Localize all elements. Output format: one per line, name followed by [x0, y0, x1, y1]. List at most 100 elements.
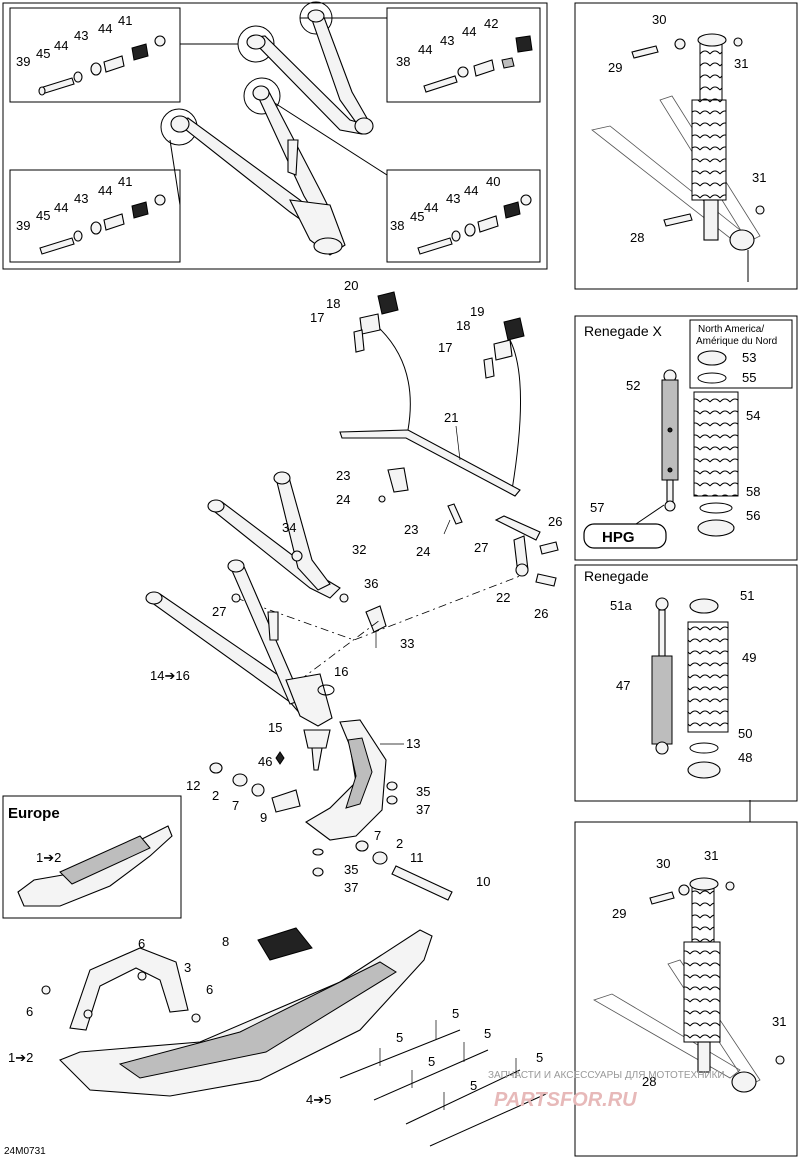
hardware-stack-bottom-left — [39, 194, 166, 255]
callout-31: 31 — [704, 848, 718, 863]
europe-panel: Europe 1➔2 — [2, 795, 182, 919]
callout-2: 2 — [212, 788, 219, 803]
callout-40: 40 — [486, 174, 500, 189]
callout-56: 56 — [746, 508, 760, 523]
callout-5: 5 — [428, 1054, 435, 1069]
callout-13: 13 — [406, 736, 420, 751]
upper-a-arm: 34 32 36 33 — [207, 471, 414, 651]
callout-20: 20 — [344, 278, 358, 293]
callout-44: 44 — [424, 200, 438, 215]
callout-5: 5 — [484, 1026, 491, 1041]
callout-1-2: 1➔2 — [8, 1050, 33, 1065]
shock-mount-panel-top: 30 29 31 31 28 — [574, 2, 798, 290]
callout-35: 35 — [344, 862, 358, 877]
watermark-line1: ЗАПЧАСТИ И АКСЕССУАРЫ ДЛЯ МОТОТЕХНИКИ — [488, 1070, 725, 1081]
callout-31: 31 — [772, 1014, 786, 1029]
callout-50: 50 — [738, 726, 752, 741]
callout-44: 44 — [462, 24, 476, 39]
ski-runners: 5 5 5 5 5 5 4➔5 — [306, 1006, 547, 1147]
shock-renegade — [651, 597, 673, 755]
callout-12: 12 — [186, 778, 200, 793]
callout-38: 38 — [390, 218, 404, 233]
renegade-title: Renegade — [584, 568, 649, 584]
callout-21: 21 — [444, 410, 458, 425]
callout-15: 15 — [268, 720, 282, 735]
bushing-box-top-left — [9, 7, 181, 103]
callout-37: 37 — [344, 880, 358, 895]
callout-1-2-europe: 1➔2 — [36, 850, 61, 865]
callout-4-5: 4➔5 — [306, 1092, 331, 1107]
coil-spring-renegade-x — [693, 391, 739, 497]
north-america-label-fr: Amérique du Nord — [696, 336, 777, 347]
callout-30: 30 — [656, 856, 670, 871]
callout-51a: 51a — [610, 598, 632, 613]
callout-19: 19 — [470, 304, 484, 319]
shock-renegade-x — [661, 369, 679, 512]
callout-46: 46 — [258, 754, 272, 769]
callout-30: 30 — [652, 12, 666, 27]
hpg-logo-text: HPG — [602, 529, 635, 546]
callout-37: 37 — [416, 802, 430, 817]
centerline-right — [299, 619, 381, 681]
callout-14-16: 14➔16 — [150, 668, 190, 683]
callout-18: 18 — [326, 296, 340, 311]
sway-bar-assembly: 20 18 17 19 18 17 21 — [310, 278, 525, 497]
lower-a-arm: 27 14➔16 16 — [145, 559, 348, 727]
callout-2: 2 — [396, 836, 403, 851]
renegade-panel: Renegade 51a 51 49 47 50 48 — [574, 564, 798, 802]
callout-5: 5 — [536, 1050, 543, 1065]
hardware-stack-top-right — [423, 35, 533, 93]
callout-7: 7 — [232, 798, 239, 813]
callout-10: 10 — [476, 874, 490, 889]
callout-31: 31 — [752, 170, 766, 185]
upper-a-arm-detail — [246, 9, 374, 135]
callout-43: 43 — [440, 33, 454, 48]
watermark-line2: PARTSFOR.RU — [494, 1089, 637, 1111]
bushing-box-top-right — [386, 7, 541, 103]
callout-44: 44 — [464, 183, 478, 198]
spindle: 13 — [305, 719, 420, 841]
callout-8: 8 — [222, 934, 229, 949]
callout-33: 33 — [400, 636, 414, 651]
callout-41: 41 — [118, 13, 132, 28]
callout-47: 47 — [616, 678, 630, 693]
callout-52: 52 — [626, 378, 640, 393]
callout-26: 26 — [534, 606, 548, 621]
watermark: ЗАПЧАСТИ И АКСЕССУАРЫ ДЛЯ МОТОТЕХНИКИ PA… — [488, 1070, 725, 1111]
callout-5: 5 — [396, 1030, 403, 1045]
callout-27: 27 — [474, 540, 488, 555]
callout-5: 5 — [452, 1006, 459, 1021]
spring-cap — [697, 350, 727, 366]
coil-spring-renegade — [687, 621, 729, 733]
north-america-label: North America/ — [698, 324, 764, 335]
hardware-stack-top-left — [38, 35, 166, 96]
callout-24: 24 — [416, 544, 430, 559]
callout-32: 32 — [352, 542, 366, 557]
europe-title: Europe — [8, 805, 60, 822]
spindle-hardware: 46 12 2 7 9 35 37 7 2 11 35 37 10 — [186, 751, 490, 901]
callout-3: 3 — [184, 960, 191, 975]
callout-42: 42 — [484, 16, 498, 31]
sway-bar-links: 27 26 22 26 — [474, 514, 562, 621]
shock-mount-panel-bottom: 30 31 29 31 28 — [574, 800, 798, 1157]
callout-27: 27 — [212, 604, 226, 619]
ball-joint: 15 — [268, 720, 331, 771]
callout-41: 41 — [118, 174, 132, 189]
lower-a-arm-detail — [170, 85, 346, 256]
hpg-logo — [583, 523, 667, 549]
shock-absorber-top — [691, 33, 755, 251]
a-arm-bushing-panel: 41 44 43 44 45 39 42 44 43 44 38 41 44 4… — [2, 1, 548, 270]
callout-16: 16 — [334, 664, 348, 679]
callout-7: 7 — [374, 828, 381, 843]
callout-58: 58 — [746, 484, 760, 499]
callout-45: 45 — [36, 208, 50, 223]
callout-44: 44 — [54, 200, 68, 215]
callout-38: 38 — [396, 54, 410, 69]
ski: 8 6 3 6 6 1➔2 — [8, 927, 433, 1097]
callout-49: 49 — [742, 650, 756, 665]
callout-17: 17 — [438, 340, 452, 355]
callout-43: 43 — [74, 191, 88, 206]
renegade-x-panel: Renegade X North America/ Amérique du No… — [574, 315, 798, 561]
shock-absorber-bottom — [683, 877, 757, 1093]
